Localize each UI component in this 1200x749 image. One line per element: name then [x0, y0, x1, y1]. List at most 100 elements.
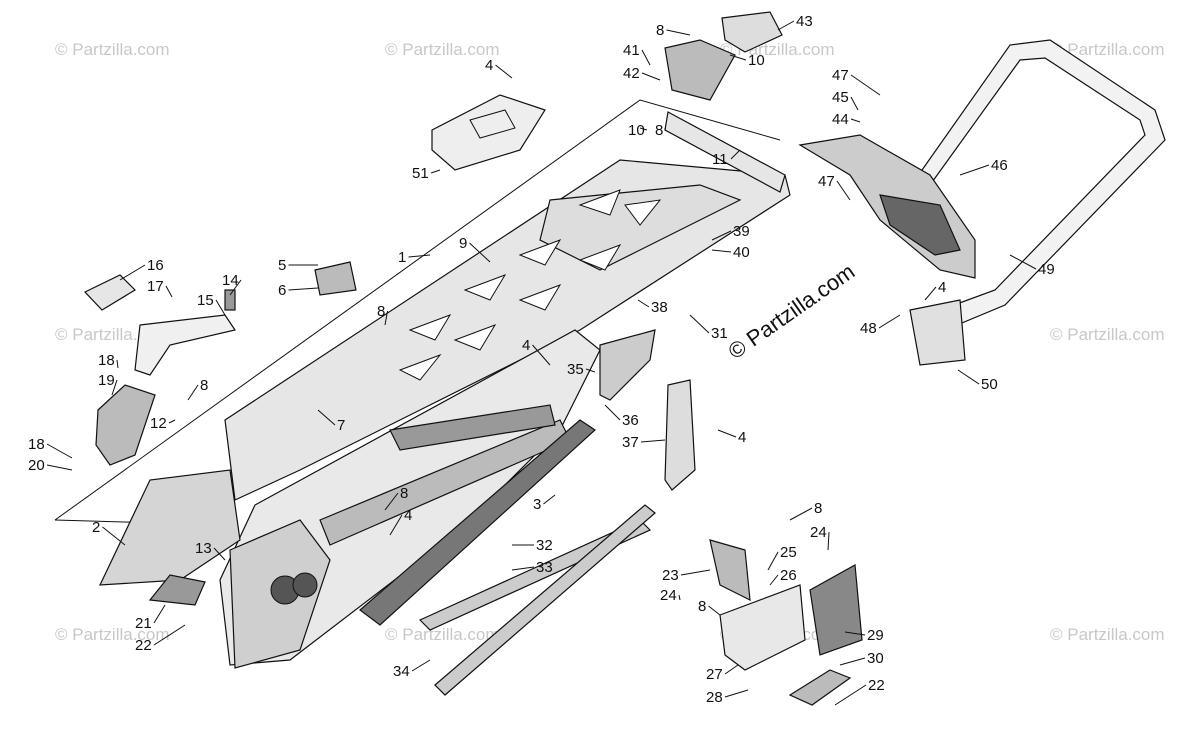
callout-42: 42 — [623, 65, 640, 82]
callout-2: 2 — [92, 519, 100, 536]
callout-40: 40 — [733, 244, 750, 261]
watermark-text: © Partzilla.com — [385, 40, 500, 59]
leader-line-8 — [789, 507, 813, 521]
callout-35: 35 — [567, 361, 584, 378]
callout-13: 13 — [195, 540, 212, 557]
callout-8: 8 — [698, 598, 706, 615]
leader-line-43 — [777, 20, 795, 31]
leader-line-51 — [430, 169, 441, 174]
callout-20: 20 — [28, 457, 45, 474]
callout-10: 10 — [748, 52, 765, 69]
callout-8: 8 — [656, 22, 664, 39]
watermark-text: © Partzilla.com — [1050, 325, 1165, 344]
callout-16: 16 — [147, 257, 164, 274]
callout-31: 31 — [711, 325, 728, 342]
leader-line-1 — [408, 254, 431, 258]
leader-line-22 — [834, 684, 867, 706]
leader-line-38 — [637, 299, 650, 308]
leader-line-8 — [187, 384, 199, 401]
leader-line-47 — [850, 74, 881, 96]
leader-line-28 — [724, 689, 749, 698]
callout-48: 48 — [860, 320, 877, 337]
leader-line-44 — [850, 118, 861, 123]
leader-line-24 — [678, 594, 681, 601]
watermark-text: © Partzilla.com — [385, 625, 500, 644]
callout-34: 34 — [393, 663, 410, 680]
callout-4: 4 — [938, 279, 946, 296]
leader-line-34 — [411, 659, 431, 672]
leader-line-9 — [469, 242, 491, 263]
leader-lines — [46, 20, 1037, 706]
leader-line-50 — [957, 369, 980, 385]
leader-line-49 — [1009, 254, 1037, 270]
seat-part — [431, 94, 546, 171]
leader-line-8 — [708, 605, 721, 616]
callout-47: 47 — [818, 173, 835, 190]
leader-line-8 — [664, 127, 666, 131]
leader-line-8 — [384, 492, 399, 511]
center-watermark: © Partzilla.com — [724, 259, 860, 365]
leader-line-22 — [153, 624, 186, 646]
leader-line-10 — [639, 127, 648, 131]
leader-line-4 — [532, 344, 551, 366]
callout-8: 8 — [814, 500, 822, 517]
callout-50: 50 — [981, 376, 998, 393]
rear-bumper — [914, 39, 1166, 331]
callout-23: 23 — [662, 567, 679, 584]
callout-43: 43 — [796, 13, 813, 30]
callout-6: 6 — [278, 282, 286, 299]
callout-21: 21 — [135, 615, 152, 632]
tunnel-assembly — [99, 159, 791, 669]
leader-line-14 — [229, 279, 242, 296]
callout-51: 51 — [412, 165, 429, 182]
callout-26: 26 — [780, 567, 797, 584]
leader-line-23 — [680, 569, 711, 576]
callout-33: 33 — [536, 559, 553, 576]
right-side-parts — [709, 539, 863, 706]
callout-9: 9 — [459, 235, 467, 252]
leader-line-19 — [111, 379, 118, 396]
callout-28: 28 — [706, 689, 723, 706]
leader-line-42 — [641, 72, 661, 81]
leader-line-11 — [730, 149, 741, 160]
leader-line-4 — [389, 514, 403, 536]
callout-19: 19 — [98, 372, 115, 389]
callout-17: 17 — [147, 278, 164, 295]
leader-line-4 — [924, 286, 937, 301]
callout-46: 46 — [991, 157, 1008, 174]
callout-24: 24 — [810, 524, 827, 541]
leader-line-8 — [384, 310, 388, 326]
callout-8: 8 — [655, 122, 663, 139]
callout-37: 37 — [622, 434, 639, 451]
hitch-part — [909, 299, 966, 366]
leader-line-25 — [767, 551, 779, 571]
callout-25: 25 — [780, 544, 797, 561]
leader-line-48 — [878, 314, 901, 329]
leader-line-45 — [850, 96, 859, 111]
leader-line-26 — [769, 574, 779, 586]
callout-38: 38 — [651, 299, 668, 316]
callout-45: 45 — [832, 89, 849, 106]
callout-12: 12 — [150, 415, 167, 432]
leader-line-13 — [213, 547, 226, 561]
watermark-text: © Partzilla.com — [1050, 40, 1165, 59]
leader-line-47 — [836, 180, 851, 201]
callout-27: 27 — [706, 666, 723, 683]
callout-1: 1 — [398, 249, 406, 266]
rear-brackets — [664, 11, 786, 193]
callout-labels: 1234444456788888889101011121314151617181… — [28, 13, 1055, 706]
callout-8: 8 — [200, 377, 208, 394]
leader-line-20 — [46, 464, 73, 471]
callout-3: 3 — [533, 496, 541, 513]
leader-line-36 — [604, 404, 621, 421]
callout-22: 22 — [135, 637, 152, 654]
leader-line-31 — [689, 314, 710, 334]
leader-line-18 — [46, 443, 73, 459]
callout-4: 4 — [738, 429, 746, 446]
watermark-text: © Partzilla.com — [55, 625, 170, 644]
leader-line-27 — [724, 664, 739, 675]
leader-line-7 — [317, 409, 336, 426]
leader-line-4 — [717, 429, 737, 438]
callout-49: 49 — [1038, 261, 1055, 278]
